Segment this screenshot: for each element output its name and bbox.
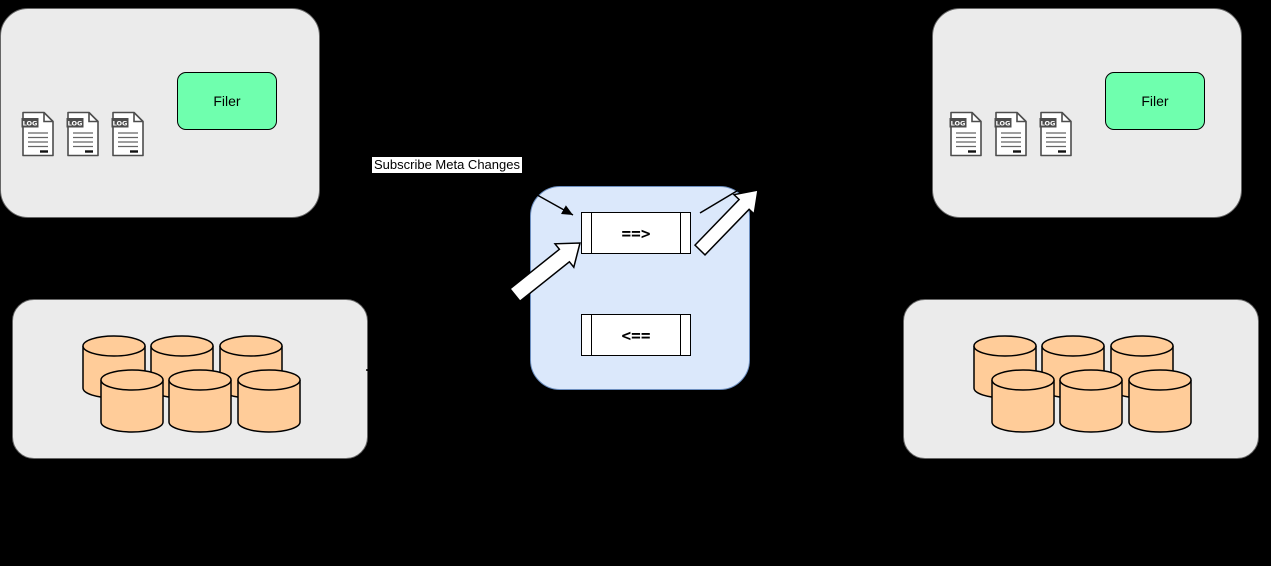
log-file-icon: LOG [949,111,982,157]
log-badge-text: LOG [1041,120,1056,128]
log-badge-text: LOG [68,120,83,128]
right-filer-node: Filer [1105,72,1205,130]
queue-backward-label: <== [621,325,651,345]
right-volume-cylinders [973,335,1192,433]
log-badge-text: LOG [951,120,966,128]
queue-backward: <== [581,314,691,356]
log-badge-text: LOG [996,120,1011,128]
right-filer-group: LOG LOG [932,8,1242,218]
log-file-icon: LOG [1039,111,1072,157]
log-badge-text: LOG [113,120,128,128]
left-volume-group [12,299,368,459]
left-volume-cylinders [82,335,301,433]
right-log-files: LOG LOG [949,111,1073,157]
queue-forward-label: ==> [621,223,651,243]
arrow-to-left-volume-group [365,365,471,376]
log-file-icon: LOG [66,111,99,157]
subscribe-meta-changes-label: Subscribe Meta Changes [372,157,522,173]
left-filer-node: Filer [177,72,277,130]
right-volume-group [903,299,1259,459]
log-file-icon: LOG [21,111,54,157]
message-broker-box: ==> <== [530,186,750,390]
right-filer-label: Filer [1141,93,1169,109]
queue-forward: ==> [581,212,691,254]
log-file-icon: LOG [994,111,1027,157]
left-filer-group: LOG LOG [0,8,320,218]
left-log-files: LOG LOG [21,111,145,157]
log-badge-text: LOG [23,120,38,128]
left-filer-label: Filer [213,93,241,109]
log-file-icon: LOG [111,111,144,157]
